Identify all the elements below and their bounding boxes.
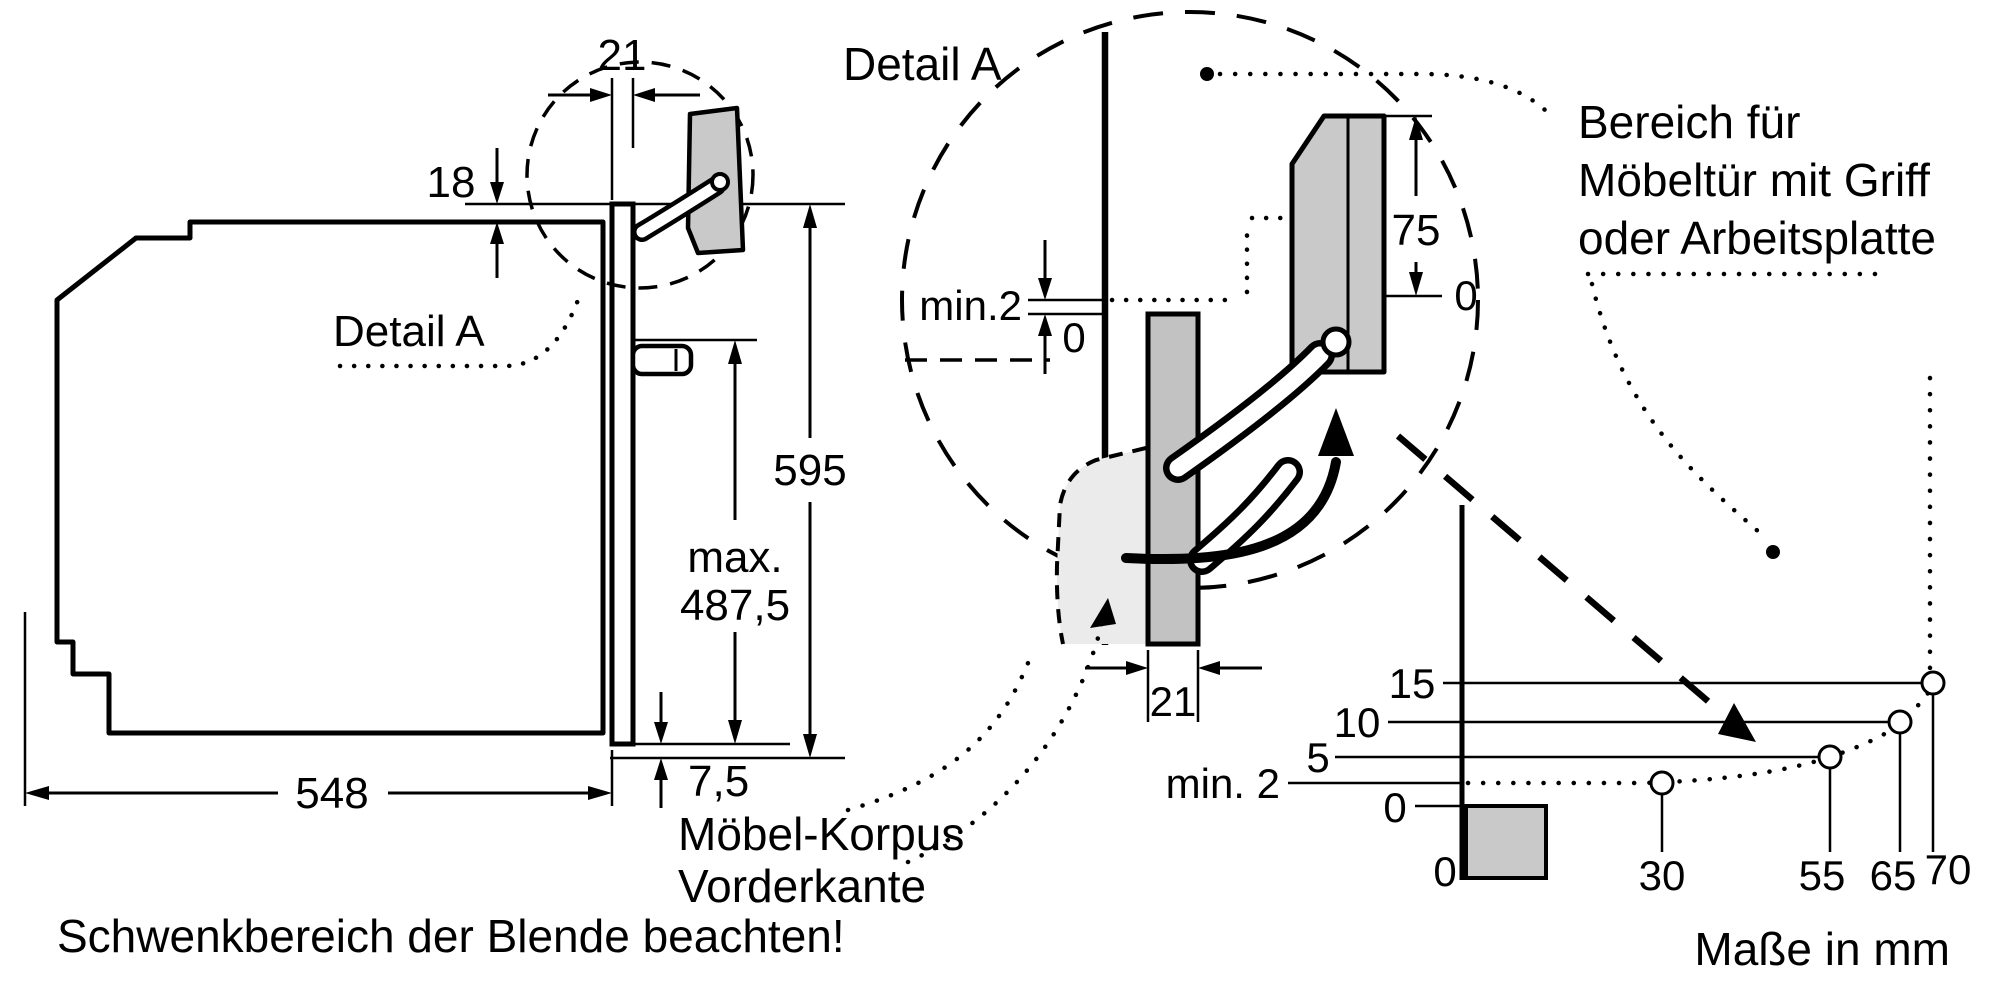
chart-point-65 (1887, 709, 1913, 735)
arrowhead-down (490, 182, 504, 204)
arrowhead-right (1126, 661, 1148, 675)
swing-arrow-curve (1121, 457, 1341, 565)
zone-note-line1: Bereich für (1578, 96, 1800, 148)
arrowhead-down (803, 734, 817, 758)
zone-note-line2: Möbeltür mit Griff (1578, 154, 1930, 206)
chart-ylabel-5: 5 (1306, 734, 1329, 781)
arrowhead-up (1038, 314, 1052, 336)
dim-max-label-line1: max. (687, 533, 782, 582)
dim-548-label: 548 (295, 769, 368, 818)
zone-note-line3: oder Arbeitsplatte (1578, 212, 1936, 264)
dim-min2: min.2 0 (905, 240, 1105, 374)
oven-body-outline (54, 219, 606, 736)
korpus-note-line1: Möbel-Korpus (678, 808, 964, 860)
chart-xlabel-70: 70 (1925, 846, 1972, 893)
hinge-arm-fill (636, 180, 722, 238)
arrowhead-up (803, 204, 817, 228)
arrowhead-up (490, 222, 504, 244)
chart-ylabel-0: 0 (1383, 784, 1406, 831)
hinge-pivot (710, 172, 730, 192)
swing-arrowhead-up (1318, 408, 1354, 456)
hinge-arm-upper-fill (1169, 346, 1329, 477)
dim-75-label: 75 (1392, 206, 1441, 255)
door-handle (630, 343, 694, 377)
dim-max-label-line2: 487,5 (680, 581, 790, 630)
arrowhead-up (728, 340, 742, 364)
dim-18-label: 18 (427, 158, 476, 207)
chart-ylabel-10: 10 (1334, 699, 1381, 746)
dim-75: 75 0 (1384, 114, 1478, 319)
chart-ylabel-min2: min. 2 (1166, 760, 1280, 807)
arrowhead-down (654, 722, 668, 744)
dim-21-top: 21 (548, 31, 700, 200)
arrowhead-left (633, 88, 655, 102)
dim-min2-label: min.2 (919, 282, 1022, 329)
furniture-door-panel (1289, 113, 1387, 375)
dim-7-5: 7,5 (654, 692, 749, 808)
arrowhead-down (728, 720, 742, 744)
chart-xlabel-30: 30 (1639, 852, 1686, 899)
chart-point-70 (1920, 670, 1946, 696)
chart-xlabel-65: 65 (1870, 852, 1917, 899)
arrowhead-right (588, 786, 612, 800)
dim-548: 548 (23, 612, 614, 818)
arrowhead-leader (1090, 598, 1116, 628)
dim-zero-front-label: 0 (1062, 314, 1085, 361)
chart-dotted-curve (1465, 682, 1936, 786)
dim-21-top-label: 21 (598, 31, 647, 80)
chart-point-55 (1817, 744, 1843, 770)
dim-7-5-label: 7,5 (688, 757, 749, 806)
dim-595-label: 595 (773, 446, 846, 495)
arrowhead-up (1409, 116, 1423, 140)
warning-note: Schwenkbereich der Blende beachten! (57, 910, 845, 962)
detail-boundary-circle (900, 10, 1480, 590)
door-swing-area (1056, 448, 1146, 644)
korpus-note-line2: Vorderkante (678, 860, 926, 912)
chart-xlabel-55: 55 (1799, 852, 1846, 899)
dashed-pointer-arrow (1395, 433, 1756, 742)
arrowhead-left (25, 786, 49, 800)
dotted-leader (337, 297, 581, 369)
detail-a-marker-circle (525, 60, 755, 290)
arrowhead-down (1038, 278, 1052, 300)
dim-max-487-5: max. 487,5 (633, 338, 790, 746)
oven-side-view (54, 201, 694, 747)
chart-xlabel-0: 0 (1433, 848, 1456, 895)
arrowhead-left (1198, 661, 1220, 675)
leader-end-dot (1766, 545, 1780, 559)
detail-a-ref-label: Detail A (333, 307, 485, 356)
furniture-door-zone-note: Bereich für Möbeltür mit Griff oder Arbe… (1578, 96, 1936, 671)
door-swing-area-dashed-edge (1054, 446, 1147, 645)
arrowhead-up (654, 758, 668, 780)
arrowhead-right (590, 88, 612, 102)
dim-21-detail-label: 21 (1150, 678, 1197, 725)
detail-a-reference: Detail A (333, 297, 581, 369)
korpus-front-edge-note: Möbel-Korpus Vorderkante (678, 598, 1116, 912)
dim-zero-panel-label: 0 (1454, 272, 1477, 319)
hinge-arm-lower-fill (1193, 463, 1297, 569)
dotted-leader-a (905, 612, 1107, 865)
dim-595: 595 (610, 204, 847, 760)
chart-point-30 (1649, 770, 1675, 796)
dotted-leader-down (1589, 281, 1771, 543)
leader-anchor-dot (1200, 67, 1214, 81)
dim-18: 18 (427, 148, 504, 278)
dotted-leader-to-note (1217, 71, 1548, 113)
hinge-pivot-detail (1320, 326, 1352, 358)
units-note: Maße in mm (1694, 923, 1950, 975)
dotted-leader-b (845, 655, 1033, 813)
chart-furniture-panel (1464, 804, 1548, 880)
detail-a-view: Detail A min.2 0 (843, 10, 1480, 725)
dim-21-detail: 21 (1085, 650, 1262, 725)
arrowhead-down (1409, 272, 1423, 296)
detail-a-title: Detail A (843, 38, 1002, 90)
clearance-chart: 15 10 5 min. 2 0 0 30 55 65 70 (1166, 505, 1972, 899)
chart-ylabel-15: 15 (1389, 660, 1436, 707)
